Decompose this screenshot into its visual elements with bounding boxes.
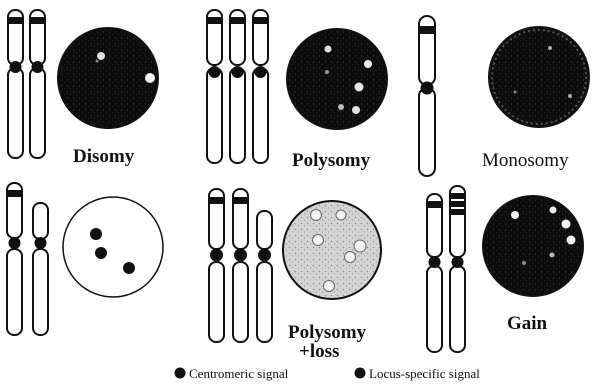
chromosome — [33, 203, 48, 335]
nucleus — [283, 201, 381, 299]
panel-label-line-1: Polysomy — [288, 322, 367, 343]
nucleus — [287, 29, 387, 129]
legend-centromeric: Centromeric signal — [175, 366, 289, 381]
locus-signal-icon — [355, 368, 366, 379]
panel-label: Gain — [507, 313, 548, 334]
legend: Centromeric signal Locus-specific signal — [175, 366, 481, 381]
chromosome — [7, 183, 22, 335]
chromosome — [257, 211, 272, 342]
panel-gain: Gain — [427, 186, 583, 352]
chromosome — [419, 16, 435, 176]
panel-label-line-2: +loss — [299, 341, 339, 362]
chromosome — [450, 186, 465, 352]
legend-locus: Locus-specific signal — [355, 366, 481, 381]
nucleus — [63, 197, 163, 297]
chromosome — [233, 189, 248, 342]
chromosome — [30, 10, 45, 158]
legend-centromeric-label: Centromeric signal — [189, 366, 289, 381]
chromosome — [207, 10, 222, 163]
nucleus — [483, 196, 583, 296]
legend-locus-label: Locus-specific signal — [369, 366, 480, 381]
chromosome — [253, 10, 268, 163]
chromosome — [427, 194, 442, 352]
centromeric-signal-icon — [175, 368, 186, 379]
panel-label: Polysomy — [292, 150, 371, 171]
panel-polysomy: Polysomy — [207, 10, 387, 171]
chromosome — [230, 10, 245, 163]
panel-unlabeled — [7, 183, 163, 335]
panel-monosomy: Monosomy — [419, 16, 589, 176]
chromosome — [209, 189, 224, 342]
nucleus — [489, 27, 589, 127]
chromosome — [8, 10, 23, 158]
nucleus — [58, 28, 158, 128]
panel-disomy: Disomy — [8, 10, 158, 167]
panel-label: Monosomy — [482, 150, 569, 171]
panel-polysomy-loss: Polysomy +loss — [209, 189, 381, 362]
panel-label: Disomy — [73, 146, 135, 167]
